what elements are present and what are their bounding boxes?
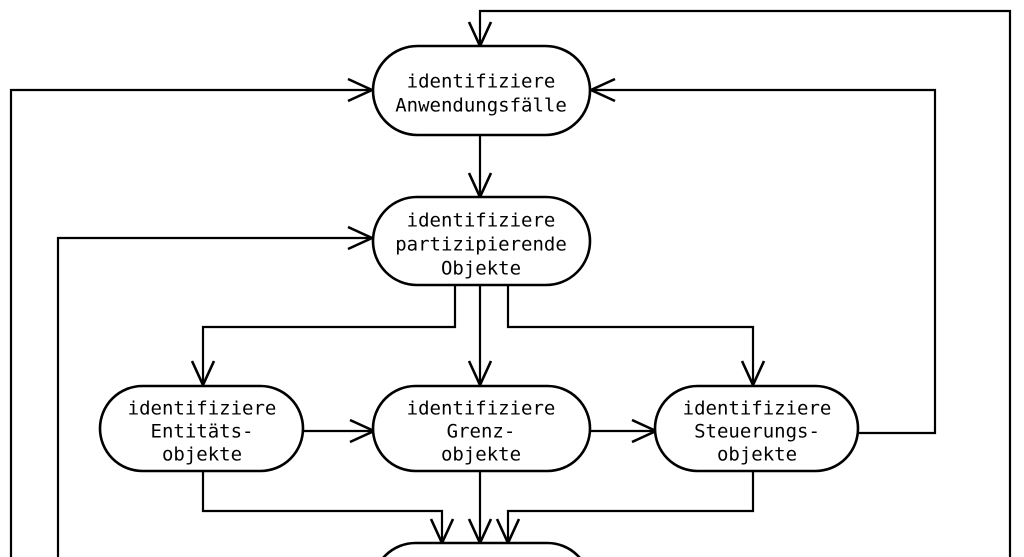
node-3-label-line-3: objekte [162, 444, 242, 466]
node-3-shape [98, 384, 305, 473]
edge-outer-top-return [478, 9, 1012, 557]
edge-bottom-to-n1-left-feedback [9, 88, 369, 557]
edge-n5-to-n6 [506, 470, 755, 541]
node-4-shape [371, 384, 592, 473]
edge-n3-to-n6 [201, 470, 444, 541]
node-identifiziere-grenzobjekte[interactable]: identifiziere Grenz- objekte [371, 384, 592, 473]
node-2-label-line-3: Objekte [441, 258, 521, 280]
node-identifiziere-anwendungsfaelle[interactable]: identifiziere Anwendungsfälle [371, 44, 592, 137]
node-bottom-partially-visible[interactable] [373, 541, 590, 557]
node-2-label-line-2: partizipierende [395, 234, 567, 256]
edge-n5-to-n1-right-feedback [594, 88, 937, 435]
node-identifiziere-steuerungsobjekte[interactable]: identifiziere Steuerungs- objekte [653, 384, 860, 473]
node-1-shape [371, 44, 592, 137]
node-3-label-line-2: Entitäts- [151, 421, 254, 443]
node-4-label-line-3: objekte [441, 444, 521, 466]
node-identifiziere-entitaetsobjekte[interactable]: identifiziere Entitäts- objekte [98, 384, 305, 473]
node-5-shape [653, 384, 860, 473]
edge-layer [9, 9, 1012, 557]
node-4-label-line-2: Grenz- [447, 421, 516, 443]
node-2-shape [371, 195, 592, 287]
edge-n2-to-n3 [201, 285, 457, 383]
edge-bottom-to-n2-left-feedback [56, 236, 369, 557]
edge-n2-to-n5 [506, 285, 755, 383]
node-5-label-line-2: Steuerungs- [694, 421, 820, 443]
node-5-label-line-3: objekte [717, 444, 797, 466]
node-1-label-line-2: Anwendungsfälle [395, 95, 567, 117]
node-identifiziere-partizipierende-objekte[interactable]: identifiziere partizipierende Objekte [371, 195, 592, 287]
node-3-label-line-1: identifiziere [128, 398, 277, 420]
node-2-label-line-1: identifiziere [407, 210, 556, 232]
node-6-shape [382, 541, 581, 557]
node-5-label-line-1: identifiziere [683, 398, 832, 420]
node-1-label-line-1: identifiziere [407, 71, 556, 93]
node-4-label-line-1: identifiziere [407, 398, 556, 420]
